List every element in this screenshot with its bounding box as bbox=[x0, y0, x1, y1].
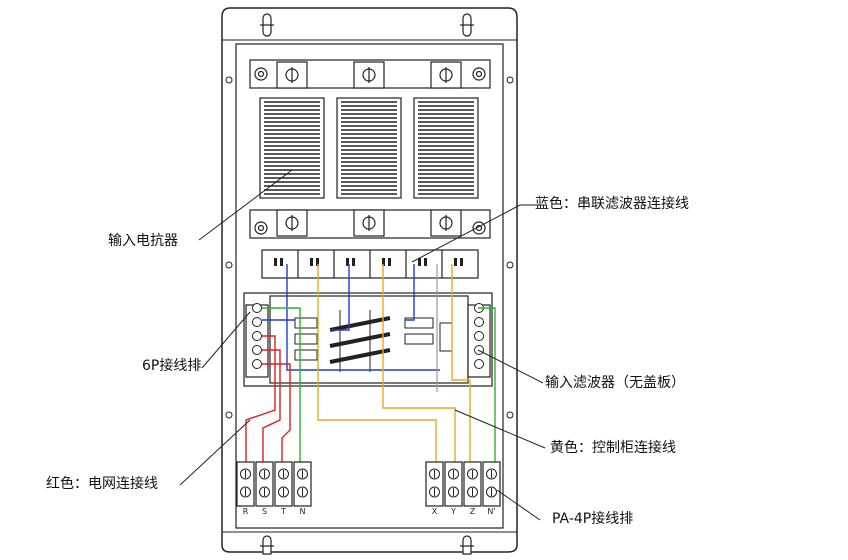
callout-terminal-6p: 6P接线排 bbox=[142, 358, 202, 374]
terminal-strip-6p-contacts bbox=[274, 258, 463, 266]
cabinet-frame bbox=[221, 7, 518, 553]
strip-contact bbox=[460, 258, 463, 266]
filter-screw bbox=[252, 345, 262, 355]
strip-contact bbox=[418, 258, 421, 266]
terminal-label: Z bbox=[470, 507, 476, 516]
mounting-slots bbox=[260, 13, 474, 555]
callout-yellow-wire: 黄色：控制柜连接线 bbox=[550, 440, 676, 456]
terminal-label: N bbox=[300, 507, 306, 516]
terminal-label: X bbox=[432, 507, 438, 516]
terminal-label: T bbox=[280, 507, 286, 516]
yellow-wires bbox=[317, 264, 471, 462]
terminal-label: R bbox=[243, 507, 249, 516]
filter-screw bbox=[474, 359, 484, 369]
filter-screw bbox=[252, 303, 262, 313]
callout-blue-wire: 蓝色：串联滤波器连接线 bbox=[535, 196, 689, 212]
callout-red-wire: 红色：电网连接线 bbox=[46, 476, 158, 492]
filter-screw bbox=[474, 331, 484, 341]
terminal-label: N' bbox=[487, 507, 495, 516]
blue-wires bbox=[262, 264, 440, 371]
strip-contact bbox=[382, 258, 385, 266]
filter-screw bbox=[252, 317, 262, 327]
strip-contact bbox=[424, 258, 427, 266]
strip-contact bbox=[274, 258, 277, 266]
reactor-terminals bbox=[276, 61, 462, 237]
callout-input-filter: 输入滤波器（无盖板） bbox=[545, 375, 685, 391]
terminal-block-pa4p: X Y Z N' bbox=[425, 461, 501, 516]
filter-components bbox=[294, 310, 453, 372]
strip-contact bbox=[310, 258, 313, 266]
filter-screw bbox=[252, 331, 262, 341]
strip-contact bbox=[316, 258, 319, 266]
strip-contact bbox=[454, 258, 457, 266]
strip-contact bbox=[388, 258, 391, 266]
terminal-label: Y bbox=[450, 507, 456, 516]
terminal-label: S bbox=[262, 507, 267, 516]
filter-screw bbox=[474, 317, 484, 327]
strip-contact bbox=[280, 258, 283, 266]
strip-contact bbox=[346, 258, 349, 266]
filter-screw bbox=[252, 359, 262, 369]
leader-lines bbox=[179, 169, 546, 521]
reactor-windings bbox=[264, 101, 474, 195]
terminal-strip-6p bbox=[261, 249, 479, 279]
green-wires bbox=[262, 307, 496, 462]
side-screws bbox=[225, 76, 514, 419]
strip-contact bbox=[352, 258, 355, 266]
red-wires bbox=[245, 335, 291, 462]
callout-terminal-pa4p: PA-4P接线排 bbox=[552, 511, 634, 527]
callout-input-reactor: 输入电抗器 bbox=[108, 233, 178, 249]
